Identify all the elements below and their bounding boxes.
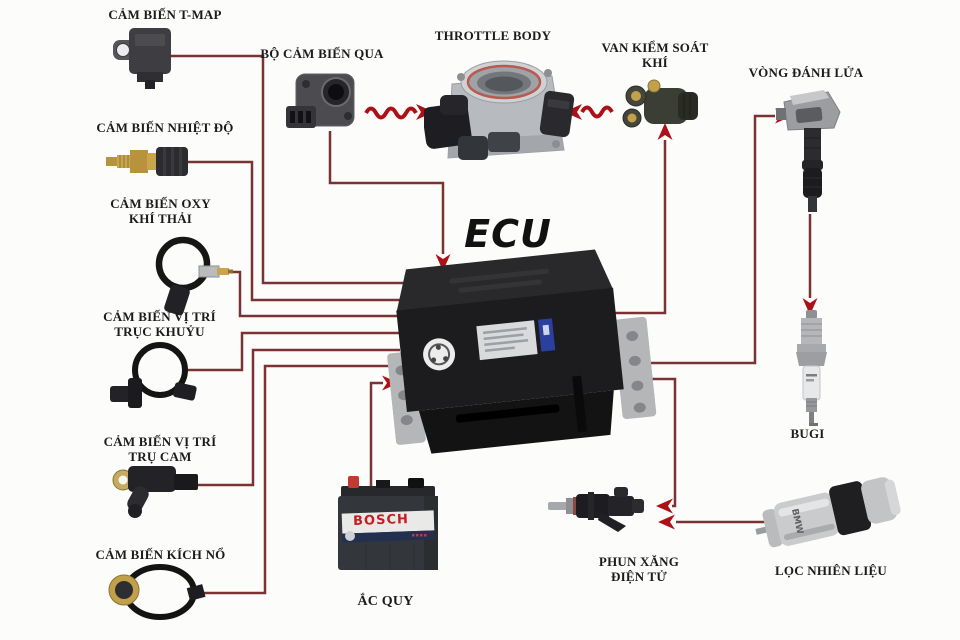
- iac-label: VAN KIỂM SOÁT KHÍ: [601, 40, 709, 70]
- wire-ecu-to-injector: [642, 377, 677, 508]
- wire-oxy-to-ecu: [233, 270, 403, 318]
- wire-ecu-to-iac: [604, 140, 667, 315]
- oxygen-sensor: [143, 230, 239, 316]
- battery: [328, 474, 448, 576]
- ignition-coil: [776, 84, 850, 220]
- knock-label: CẢM BIẾN KÍCH NỔ: [95, 547, 226, 562]
- throttle-label: THROTTLE BODY: [434, 28, 552, 43]
- injector-label: PHUN XĂNG ĐIỆN TỬ: [598, 554, 680, 584]
- battery-label: ẮC QUY: [357, 594, 414, 609]
- ecu-title: ECU: [464, 212, 552, 256]
- wire-tmap-to-ecu: [170, 54, 404, 285]
- crankshaft-sensor: [110, 340, 202, 420]
- wire-knock-to-ecu: [198, 364, 398, 595]
- fuel-injector: [548, 482, 666, 532]
- oxy-label: CẢM BIẾN OXY KHÍ THẢI: [110, 196, 211, 226]
- idle-air-control-valve: [620, 76, 704, 140]
- spark-plug: [784, 310, 840, 430]
- wire-temp-to-ecu: [184, 160, 404, 302]
- ecu-unit: [378, 239, 661, 479]
- cam-label: CẢM BIẾN VỊ TRÍ TRỤ CAM: [103, 434, 217, 464]
- camshaft-sensor: [112, 460, 200, 518]
- sparkplug-label: BUGI: [790, 426, 825, 441]
- fuel-filter: BMW: [747, 458, 912, 564]
- throttle-position-sensor: [286, 70, 364, 138]
- throttle-body: [424, 48, 576, 172]
- wire-ecu-to-coil: [642, 114, 775, 365]
- temp-label: CẢM BIẾN NHIỆT ĐỘ: [96, 120, 234, 135]
- wavy-iac-to-throttle: [580, 105, 614, 119]
- tmap-sensor: [113, 26, 187, 92]
- wire-tps-to-ecu: [328, 131, 445, 254]
- tps-label: BỘ CẢM BIẾN QUA: [260, 46, 384, 61]
- battery-brand-text: BOSCH: [352, 512, 410, 529]
- fuelfilter-label: LỌC NHIÊN LIỆU: [775, 563, 887, 578]
- wavy-tps-to-throttle: [364, 106, 418, 120]
- crank-label: CẢM BIẾN VỊ TRÍ TRỤC KHUỶU: [103, 309, 216, 339]
- temperature-sensor: [106, 142, 194, 182]
- knock-sensor: [106, 560, 206, 624]
- wire-cam-to-ecu: [197, 348, 400, 487]
- wire-crank-to-ecu: [184, 331, 402, 372]
- coil-label: VÒNG ĐÁNH LỬA: [748, 65, 864, 80]
- tmap-label: CẢM BIẾN T-MAP: [108, 7, 222, 22]
- wire-battery-to-ecu: [369, 381, 383, 492]
